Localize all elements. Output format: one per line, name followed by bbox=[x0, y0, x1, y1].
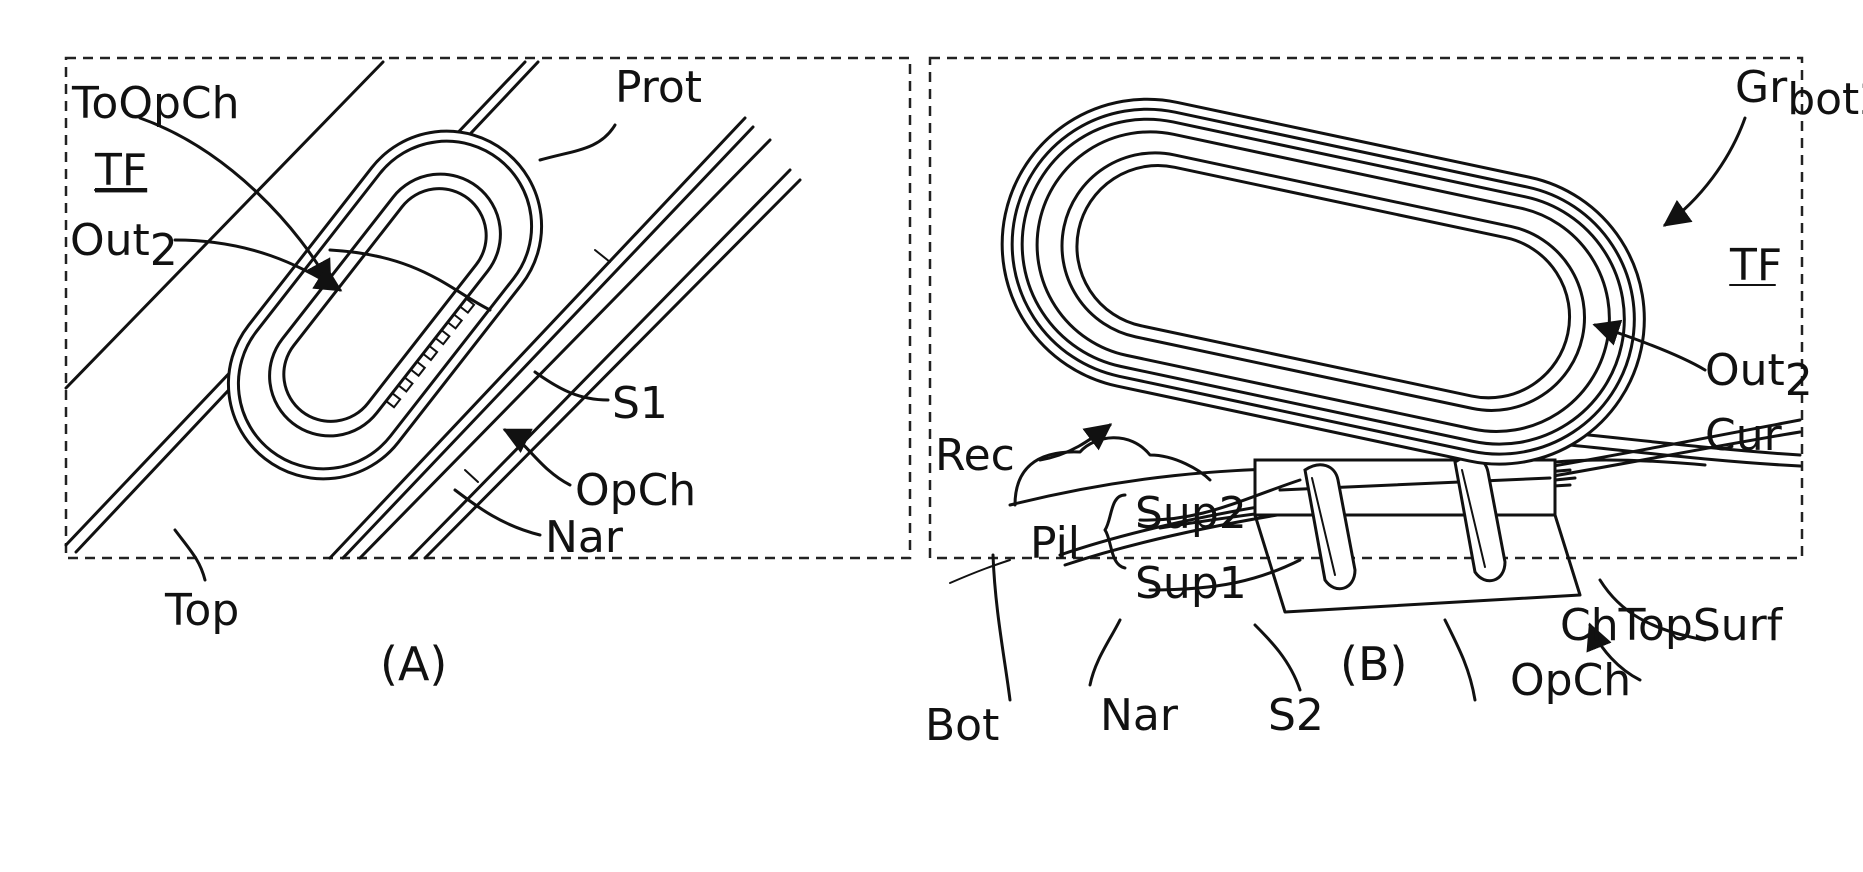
label-ch-top-surf: ChTopSurf bbox=[1560, 600, 1784, 651]
label-op-ch-b: OpCh bbox=[1510, 655, 1631, 706]
label-rec: Rec bbox=[935, 430, 1015, 481]
caption-a: (A) bbox=[380, 637, 447, 691]
label-to-op-ch: ToOpCh bbox=[71, 78, 240, 129]
panel-a: ToOpCh Prot TF Out2 S1 OpCh Nar Top (A) bbox=[66, 58, 910, 691]
curtain-block bbox=[1255, 460, 1555, 515]
label-cur: Cur bbox=[1705, 410, 1783, 461]
label-out-2: Out2 bbox=[70, 215, 178, 276]
label-sup1: Sup1 bbox=[1135, 558, 1247, 609]
caption-b: (B) bbox=[1340, 637, 1407, 691]
label-sup2: Sup2 bbox=[1135, 488, 1247, 539]
label-nar: Nar bbox=[545, 512, 624, 563]
label-out-2-b: Out2 bbox=[1705, 345, 1813, 406]
label-tf-b: TF bbox=[1729, 240, 1782, 291]
label-pil: Pil bbox=[1030, 518, 1080, 569]
label-top: Top bbox=[164, 585, 239, 636]
label-s1: S1 bbox=[612, 378, 668, 429]
label-nar-b: Nar bbox=[1100, 690, 1179, 741]
label-bot: Bot bbox=[925, 700, 999, 751]
label-prot: Prot bbox=[615, 62, 702, 113]
label-s2: S2 bbox=[1268, 690, 1324, 741]
label-op-ch: OpCh bbox=[575, 465, 696, 516]
label-gr-bot2: Grbot2 bbox=[1735, 62, 1863, 125]
label-tf: TF bbox=[94, 145, 147, 196]
panel-b: Grbot2 TF Out2 Cur Rec Sup2 Pil Sup1 ChT… bbox=[925, 58, 1863, 751]
